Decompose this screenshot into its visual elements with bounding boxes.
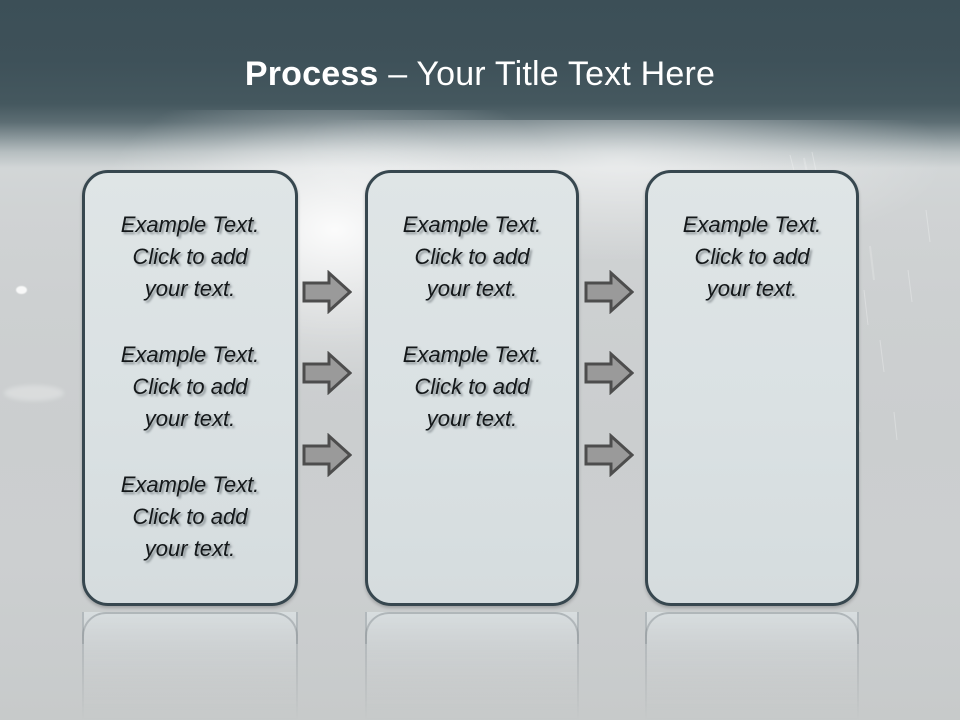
slide-title-strong: Process bbox=[244, 55, 379, 93]
process-box-3[interactable]: Example Text. Click to add your text. bbox=[645, 170, 859, 606]
text-block[interactable]: Example Text. Click to add your text. bbox=[120, 472, 260, 561]
box-reflection-3 bbox=[645, 612, 859, 720]
arrow-right-icon[interactable] bbox=[302, 351, 352, 395]
arrow-right-icon[interactable] bbox=[302, 433, 352, 477]
box-reflection-2 bbox=[365, 612, 579, 720]
slide-title: Process – Your Title Text Here bbox=[0, 52, 960, 96]
text-block[interactable]: Example Text. Click to add your text. bbox=[682, 212, 822, 301]
process-box-2[interactable]: Example Text. Click to add your text. Ex… bbox=[365, 170, 579, 606]
process-box-2-content: Example Text. Click to add your text. Ex… bbox=[378, 209, 566, 469]
process-box-3-content: Example Text. Click to add your text. bbox=[658, 209, 846, 339]
slide-title-rest: – Your Title Text Here bbox=[378, 55, 716, 93]
arrow-right-icon[interactable] bbox=[302, 270, 352, 314]
arrow-right-icon[interactable] bbox=[584, 270, 634, 314]
arrow-right-icon[interactable] bbox=[584, 351, 634, 395]
arrow-right-icon[interactable] bbox=[584, 433, 634, 477]
box-reflection-1 bbox=[82, 612, 298, 720]
text-block[interactable]: Example Text. Click to add your text. bbox=[120, 342, 260, 431]
process-box-1[interactable]: Example Text. Click to add your text. Ex… bbox=[82, 170, 298, 606]
text-block[interactable]: Example Text. Click to add your text. bbox=[120, 212, 260, 301]
process-box-1-content: Example Text. Click to add your text. Ex… bbox=[95, 209, 285, 599]
text-block[interactable]: Example Text. Click to add your text. bbox=[402, 212, 542, 301]
text-block[interactable]: Example Text. Click to add your text. bbox=[402, 342, 542, 431]
